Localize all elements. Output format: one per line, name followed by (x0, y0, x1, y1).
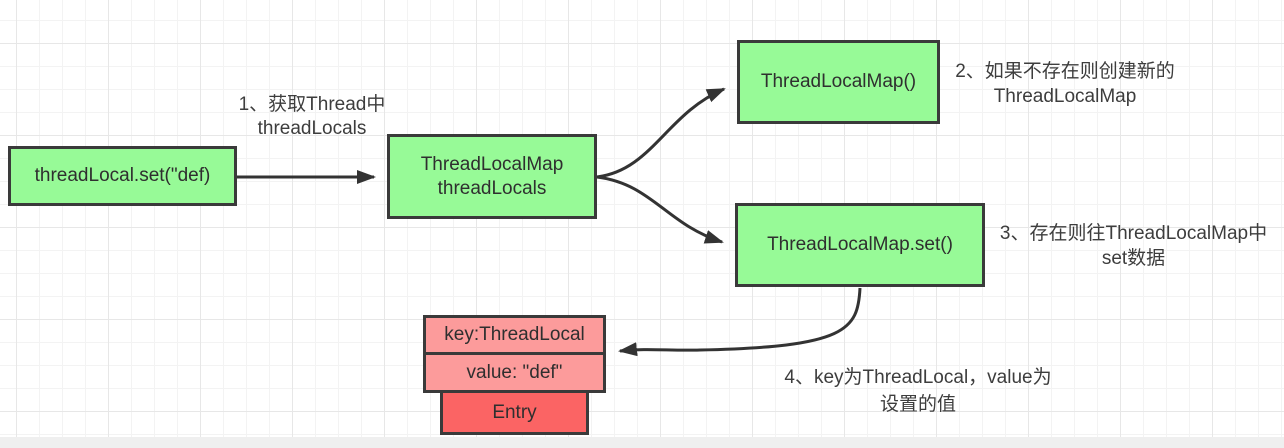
annotation-line2: ThreadLocalMap (993, 86, 1137, 107)
arrow-threadlocals-to-ctor (596, 87, 726, 179)
node-label-line2: threadLocals (437, 177, 547, 199)
node-label: value: "def" (466, 361, 563, 383)
annotation-line2: threadLocals (257, 118, 367, 139)
node-entry-key[interactable]: key:ThreadLocal (423, 315, 606, 355)
annotation-step4: 4、key为ThreadLocal，value为 设置的值 (752, 364, 1084, 418)
arrow-threadlocals-to-set (596, 175, 724, 244)
annotation-step1: 1、获取Thread中 threadLocals (218, 93, 406, 141)
node-threadlocalmap-set[interactable]: ThreadLocalMap.set() (735, 203, 985, 287)
annotation-step3: 3、存在则往ThreadLocalMap中 set数据 (983, 221, 1284, 271)
arrow-set-to-entry (618, 287, 862, 357)
node-threadlocalmap-threadlocals[interactable]: ThreadLocalMap threadLocals (387, 134, 597, 219)
annotation-line1: 1、获取Thread中 (238, 94, 386, 115)
node-label: Entry (492, 401, 537, 423)
canvas-bottom-edge (0, 437, 1284, 448)
node-label: ThreadLocalMap.set() (767, 234, 953, 255)
node-label: key:ThreadLocal (444, 324, 585, 345)
node-entry-value[interactable]: value: "def" (423, 352, 606, 393)
node-entry[interactable]: Entry (440, 390, 589, 435)
annotation-line1: 3、存在则往ThreadLocalMap中 (999, 223, 1268, 244)
node-threadlocal-set-call[interactable]: threadLocal.set("def) (8, 146, 237, 206)
annotation-step2: 2、如果不存在则创建新的 ThreadLocalMap (936, 59, 1194, 109)
annotation-line1: 2、如果不存在则创建新的 (955, 61, 1175, 82)
annotation-line2: 设置的值 (879, 394, 956, 415)
node-threadlocalmap-constructor[interactable]: ThreadLocalMap() (737, 40, 940, 124)
node-label-line1: ThreadLocalMap (420, 153, 564, 175)
annotation-line1: 4、key为ThreadLocal，value为 (784, 367, 1052, 388)
node-label: ThreadLocalMap() (760, 71, 917, 92)
node-label: threadLocal.set("def) (34, 165, 211, 186)
annotation-line2: set数据 (1101, 248, 1166, 269)
